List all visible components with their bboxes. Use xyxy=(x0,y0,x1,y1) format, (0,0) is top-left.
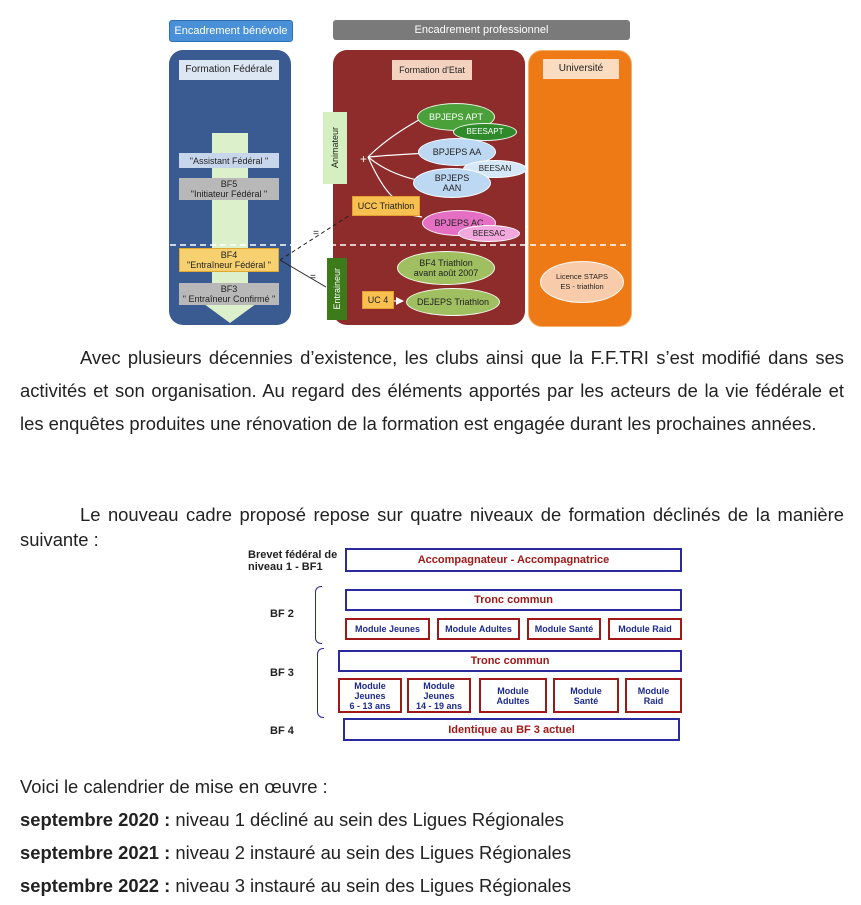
bf3-label: BF 3 xyxy=(270,667,294,679)
bf3-module-line2: Jeunes xyxy=(423,690,455,701)
bf4-box: Identique au BF 3 actuel xyxy=(343,718,680,741)
bf5-subtitle: "Initiateur Fédéral " xyxy=(190,189,268,199)
accompagnateur-box: Accompagnateur - Accompagnatrice xyxy=(345,548,682,572)
bf3-subtitle: " Entraîneur Confirmé " xyxy=(182,294,276,304)
header-encadrement-professionnel: Encadrement professionnel xyxy=(333,20,630,40)
calendar-date: septembre 2022 : xyxy=(20,875,171,896)
bf1-label-line1: Brevet fédéral de xyxy=(248,549,338,561)
bf3-module-line1: Module xyxy=(354,680,386,691)
box-uc4: UC 4 xyxy=(362,291,394,309)
bpjeps-aan-line2: AAN xyxy=(442,183,462,193)
bf3-tronc-commun: Tronc commun xyxy=(338,650,682,672)
bf4-title: BF4 xyxy=(220,250,238,260)
bf4-label: BF 4 xyxy=(270,725,294,737)
box-ucc-triathlon: UCC Triathlon xyxy=(352,196,420,216)
box-entraineur: Entraineur xyxy=(327,258,347,320)
bf3-module-line2: Adultes xyxy=(496,695,530,706)
calendar-text: niveau 3 instauré au sein des Ligues Rég… xyxy=(170,875,572,896)
bpjeps-aan-line1: BPJEPS xyxy=(434,173,470,183)
box-bf5: BF5 "Initiateur Fédéral " xyxy=(179,178,279,200)
calendar-text: niveau 1 décliné au sein des Ligues Régi… xyxy=(170,809,564,830)
bf3-module-line1: Module xyxy=(423,680,455,691)
bf5-title: BF5 xyxy=(220,179,238,189)
paragraph-introduction: Avec plusieurs décennies d’existence, le… xyxy=(20,347,844,434)
bf1-label: Brevet fédéral de niveau 1 - BF1 xyxy=(248,549,348,573)
beesapt: BEESAPT xyxy=(453,123,517,141)
bf3-title: BF3 xyxy=(220,284,238,294)
bf3-module-line2: Jeunes xyxy=(354,690,386,701)
box-bf4: BF4 "Entraîneur Fédéral " xyxy=(179,248,279,272)
bf3-module-line1: Module xyxy=(497,685,529,696)
bf2-tronc-commun: Tronc commun xyxy=(345,589,682,611)
header-encadrement-benevole: Encadrement bénévole xyxy=(169,20,293,42)
bf2-module-raid: Module Raid xyxy=(608,618,682,640)
paragraph-nouveau-cadre: Le nouveau cadre proposé repose sur quat… xyxy=(20,504,844,550)
calendar-row-2020: septembre 2020 : niveau 1 décliné au sei… xyxy=(20,808,564,832)
bf2-module-sante: Module Santé xyxy=(527,618,601,640)
box-bf3: BF3 " Entraîneur Confirmé " xyxy=(179,283,279,305)
bf3-module-sante: Module Santé xyxy=(553,678,619,713)
box-assistant-federal: "Assistant Fédéral " xyxy=(179,153,279,168)
bf3-module-line3: 6 - 13 ans xyxy=(349,700,391,711)
bf3-module-line2: Santé xyxy=(573,695,599,706)
bf3-module-jeunes-6-13: Module Jeunes 6 - 13 ans xyxy=(338,678,402,713)
bf4-triathlon-line2: avant août 2007 xyxy=(413,268,479,278)
arrow-head-icon xyxy=(200,301,260,323)
calendar-row-2021: septembre 2021 : niveau 2 instauré au se… xyxy=(20,841,571,865)
bf3-brace xyxy=(317,648,324,718)
bf3-module-line2: Raid xyxy=(643,695,664,706)
bf2-module-adultes: Module Adultes xyxy=(437,618,520,640)
calendar-text: niveau 2 instauré au sein des Ligues Rég… xyxy=(170,842,572,863)
calendar-row-2022: septembre 2022 : niveau 3 instauré au se… xyxy=(20,874,571,898)
bf2-label: BF 2 xyxy=(270,608,294,620)
bf3-module-line1: Module xyxy=(637,685,670,696)
calendar-date: septembre 2021 : xyxy=(20,842,171,863)
dejeps-triathlon: DEJEPS Triathlon xyxy=(406,288,500,316)
bf4-triathlon: BF4 Triathlon avant août 2007 xyxy=(397,251,495,285)
bf2-module-jeunes: Module Jeunes xyxy=(345,618,430,640)
calendar-date: septembre 2020 : xyxy=(20,809,171,830)
box-animateur: Animateur xyxy=(323,112,347,184)
box-formation-etat: Formation d'Etat xyxy=(392,60,472,80)
bf3-module-adultes: Module Adultes xyxy=(479,678,547,713)
bf4-subtitle: "Entraîneur Fédéral " xyxy=(187,260,271,270)
box-formation-federale: Formation Fédérale xyxy=(179,60,279,80)
bf2-brace xyxy=(315,586,322,644)
bf3-module-line3: 14 - 19 ans xyxy=(415,700,463,711)
bf4-triathlon-line1: BF4 Triathlon xyxy=(419,258,473,268)
bf3-module-line1: Module xyxy=(570,685,602,696)
beesac: BEESAC xyxy=(458,225,520,242)
bf3-module-jeunes-14-19: Module Jeunes 14 - 19 ans xyxy=(407,678,471,713)
equals-sign-top: = xyxy=(313,228,319,239)
formation-diagram: Encadrement bénévole Encadrement profess… xyxy=(160,15,635,330)
equals-sign-bottom: = xyxy=(310,272,316,283)
box-universite: Université xyxy=(543,59,619,79)
levels-diagram: Brevet fédéral de niveau 1 - BF1 Accompa… xyxy=(240,548,690,743)
calendar-intro: Voici le calendrier de mise en œuvre : xyxy=(20,776,328,797)
plus-sign: + xyxy=(360,152,368,166)
bf3-module-raid: Module Raid xyxy=(625,678,682,713)
licence-line2: ES - triathlon xyxy=(560,282,604,291)
bpjeps-aan: BPJEPS AAN xyxy=(413,168,491,198)
bpjeps-aa: BPJEPS AA xyxy=(418,138,496,166)
licence-staps: Licence STAPS ES - triathlon xyxy=(540,261,624,303)
licence-line1: Licence STAPS xyxy=(556,272,608,281)
bf1-label-line2: niveau 1 - BF1 xyxy=(248,561,323,573)
